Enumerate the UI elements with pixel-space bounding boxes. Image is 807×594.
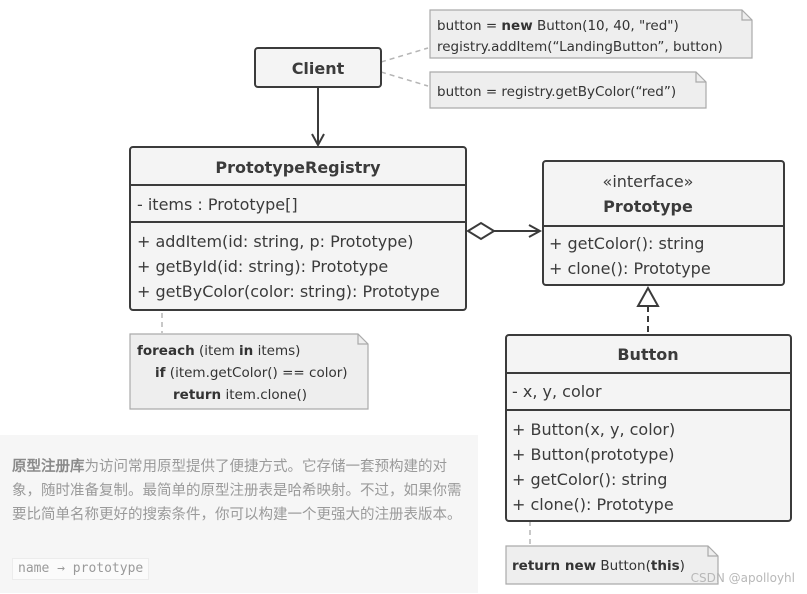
watermark: CSDN @apolloyhl [690, 571, 795, 585]
aggregation-relation [466, 221, 540, 241]
registry-method: + getById(id: string): Prototype [137, 257, 388, 276]
client-note-add: button = new Button(10, 40, "red") regis… [429, 9, 753, 59]
registry-method: + getByColor(color: string): Prototype [137, 282, 440, 301]
button-method: + getColor(): string [512, 470, 667, 489]
interface-stereotype: «interface» [603, 172, 694, 191]
svg-text:button = registry.getByColor(“: button = registry.getByColor(“red”) [437, 84, 676, 100]
button-note: return new Button(this) [505, 545, 719, 585]
button-class[interactable]: Button - x, y, color + Button(x, y, colo… [505, 334, 792, 522]
interface-method: + getColor(): string [549, 234, 704, 253]
client-class[interactable]: Client [254, 47, 382, 88]
svg-text:foreach (item in items): foreach (item in items) [137, 343, 300, 359]
interface-title: Prototype [603, 197, 693, 216]
button-title: Button [617, 345, 678, 364]
prototype-registry-class[interactable]: PrototypeRegistry - items : Prototype[] … [129, 146, 467, 311]
code-snippet: name → prototype [12, 558, 150, 580]
button-method: + Button(prototype) [512, 445, 675, 464]
svg-text:button = new Button(10, 40, "r: button = new Button(10, 40, "red") [437, 18, 679, 34]
description-text: 原型注册库为访问常用原型提供了便捷方式。它存储一套预构建的对象，随时准备复制。最… [12, 455, 462, 527]
client-label: Client [292, 59, 345, 78]
button-field: - x, y, color [512, 382, 602, 401]
note-connectors [161, 47, 531, 545]
registry-note: foreach (item in items) if (item.getColo… [129, 333, 369, 410]
button-method: + Button(x, y, color) [512, 420, 675, 439]
button-method: + clone(): Prototype [512, 495, 674, 514]
registry-field: - items : Prototype[] [137, 195, 298, 214]
svg-text:registry.addItem(“LandingButto: registry.addItem(“LandingButton”, button… [437, 39, 723, 55]
realization-relation [636, 285, 660, 333]
svg-text:return item.clone(): return item.clone() [173, 387, 307, 403]
registry-title: PrototypeRegistry [215, 158, 381, 177]
registry-method: + addItem(id: string, p: Prototype) [137, 232, 414, 251]
svg-text:if (item.getColor() == color): if (item.getColor() == color) [155, 365, 348, 381]
prototype-interface[interactable]: «interface» Prototype + getColor(): stri… [542, 160, 785, 286]
description-title: 原型注册库 [12, 459, 85, 475]
interface-method: + clone(): Prototype [549, 259, 711, 278]
description-body: 为访问常用原型提供了便捷方式。它存储一套预构建的对象，随时准备复制。最简单的原型… [12, 459, 462, 523]
client-note-get: button = registry.getByColor(“red”) [429, 71, 707, 109]
svg-text:return new Button(this): return new Button(this) [512, 558, 685, 574]
